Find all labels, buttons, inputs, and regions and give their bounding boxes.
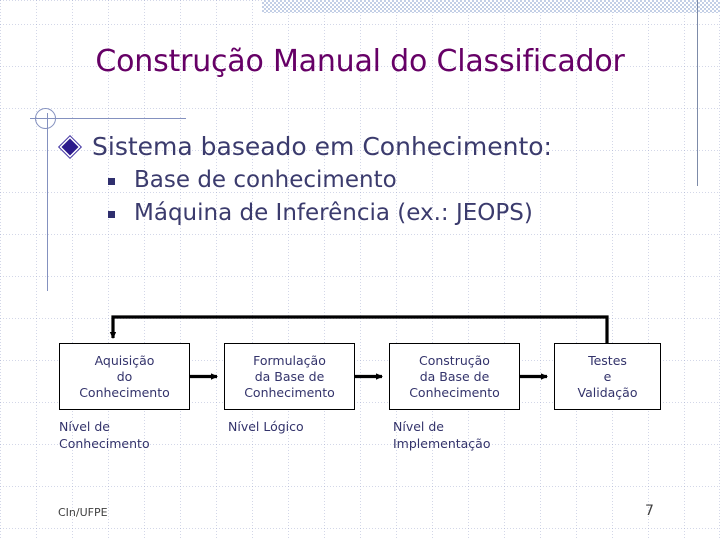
box-construcao: Construção da Base de Conhecimento [389,343,520,410]
list-item-level2: Máquina de Inferência (ex.: JEOPS) [60,197,680,230]
diagram-arrows [109,315,609,380]
list-item-label: Base de conhecimento [134,167,397,193]
caption-nivel-conhecimento: Nível de Conhecimento [59,419,150,451]
box-formulacao: Formulação da Base de Conhecimento [224,343,355,410]
diamond-bullet-icon [61,138,79,156]
box-testes: Testes e Validação [554,343,661,410]
list-item-level1: Sistema baseado em Conhecimento: [60,130,680,164]
footer-institution: CIn/UFPE [58,506,108,519]
box-aquisicao: Aquisição do Conhecimento [59,343,190,410]
page-number: 7 [645,503,654,519]
arrow-feedback-testes-to-aquisicao [109,315,609,343]
decorative-vertical-rule-left [47,113,48,291]
caption-nivel-implementacao: Nível de Implementação [393,419,491,451]
process-flow-diagram: Aquisição do Conhecimento Formulação da … [0,300,720,470]
bullet-list: Sistema baseado em Conhecimento: Base de… [60,130,680,230]
list-item-label: Sistema baseado em Conhecimento: [92,132,552,161]
top-decorative-band [262,0,720,13]
list-item-label: Máquina de Inferência (ex.: JEOPS) [134,200,533,226]
caption-nivel-logico: Nível Lógico [228,419,304,434]
decorative-horizontal-rule [30,118,186,119]
square-bullet-icon [108,178,115,185]
decorative-vertical-rule-right [697,0,698,186]
page-title: Construção Manual do Classificador [95,44,625,79]
square-bullet-icon [108,211,115,218]
list-item-level2: Base de conhecimento [60,164,680,197]
decorative-circle-icon [35,108,56,129]
